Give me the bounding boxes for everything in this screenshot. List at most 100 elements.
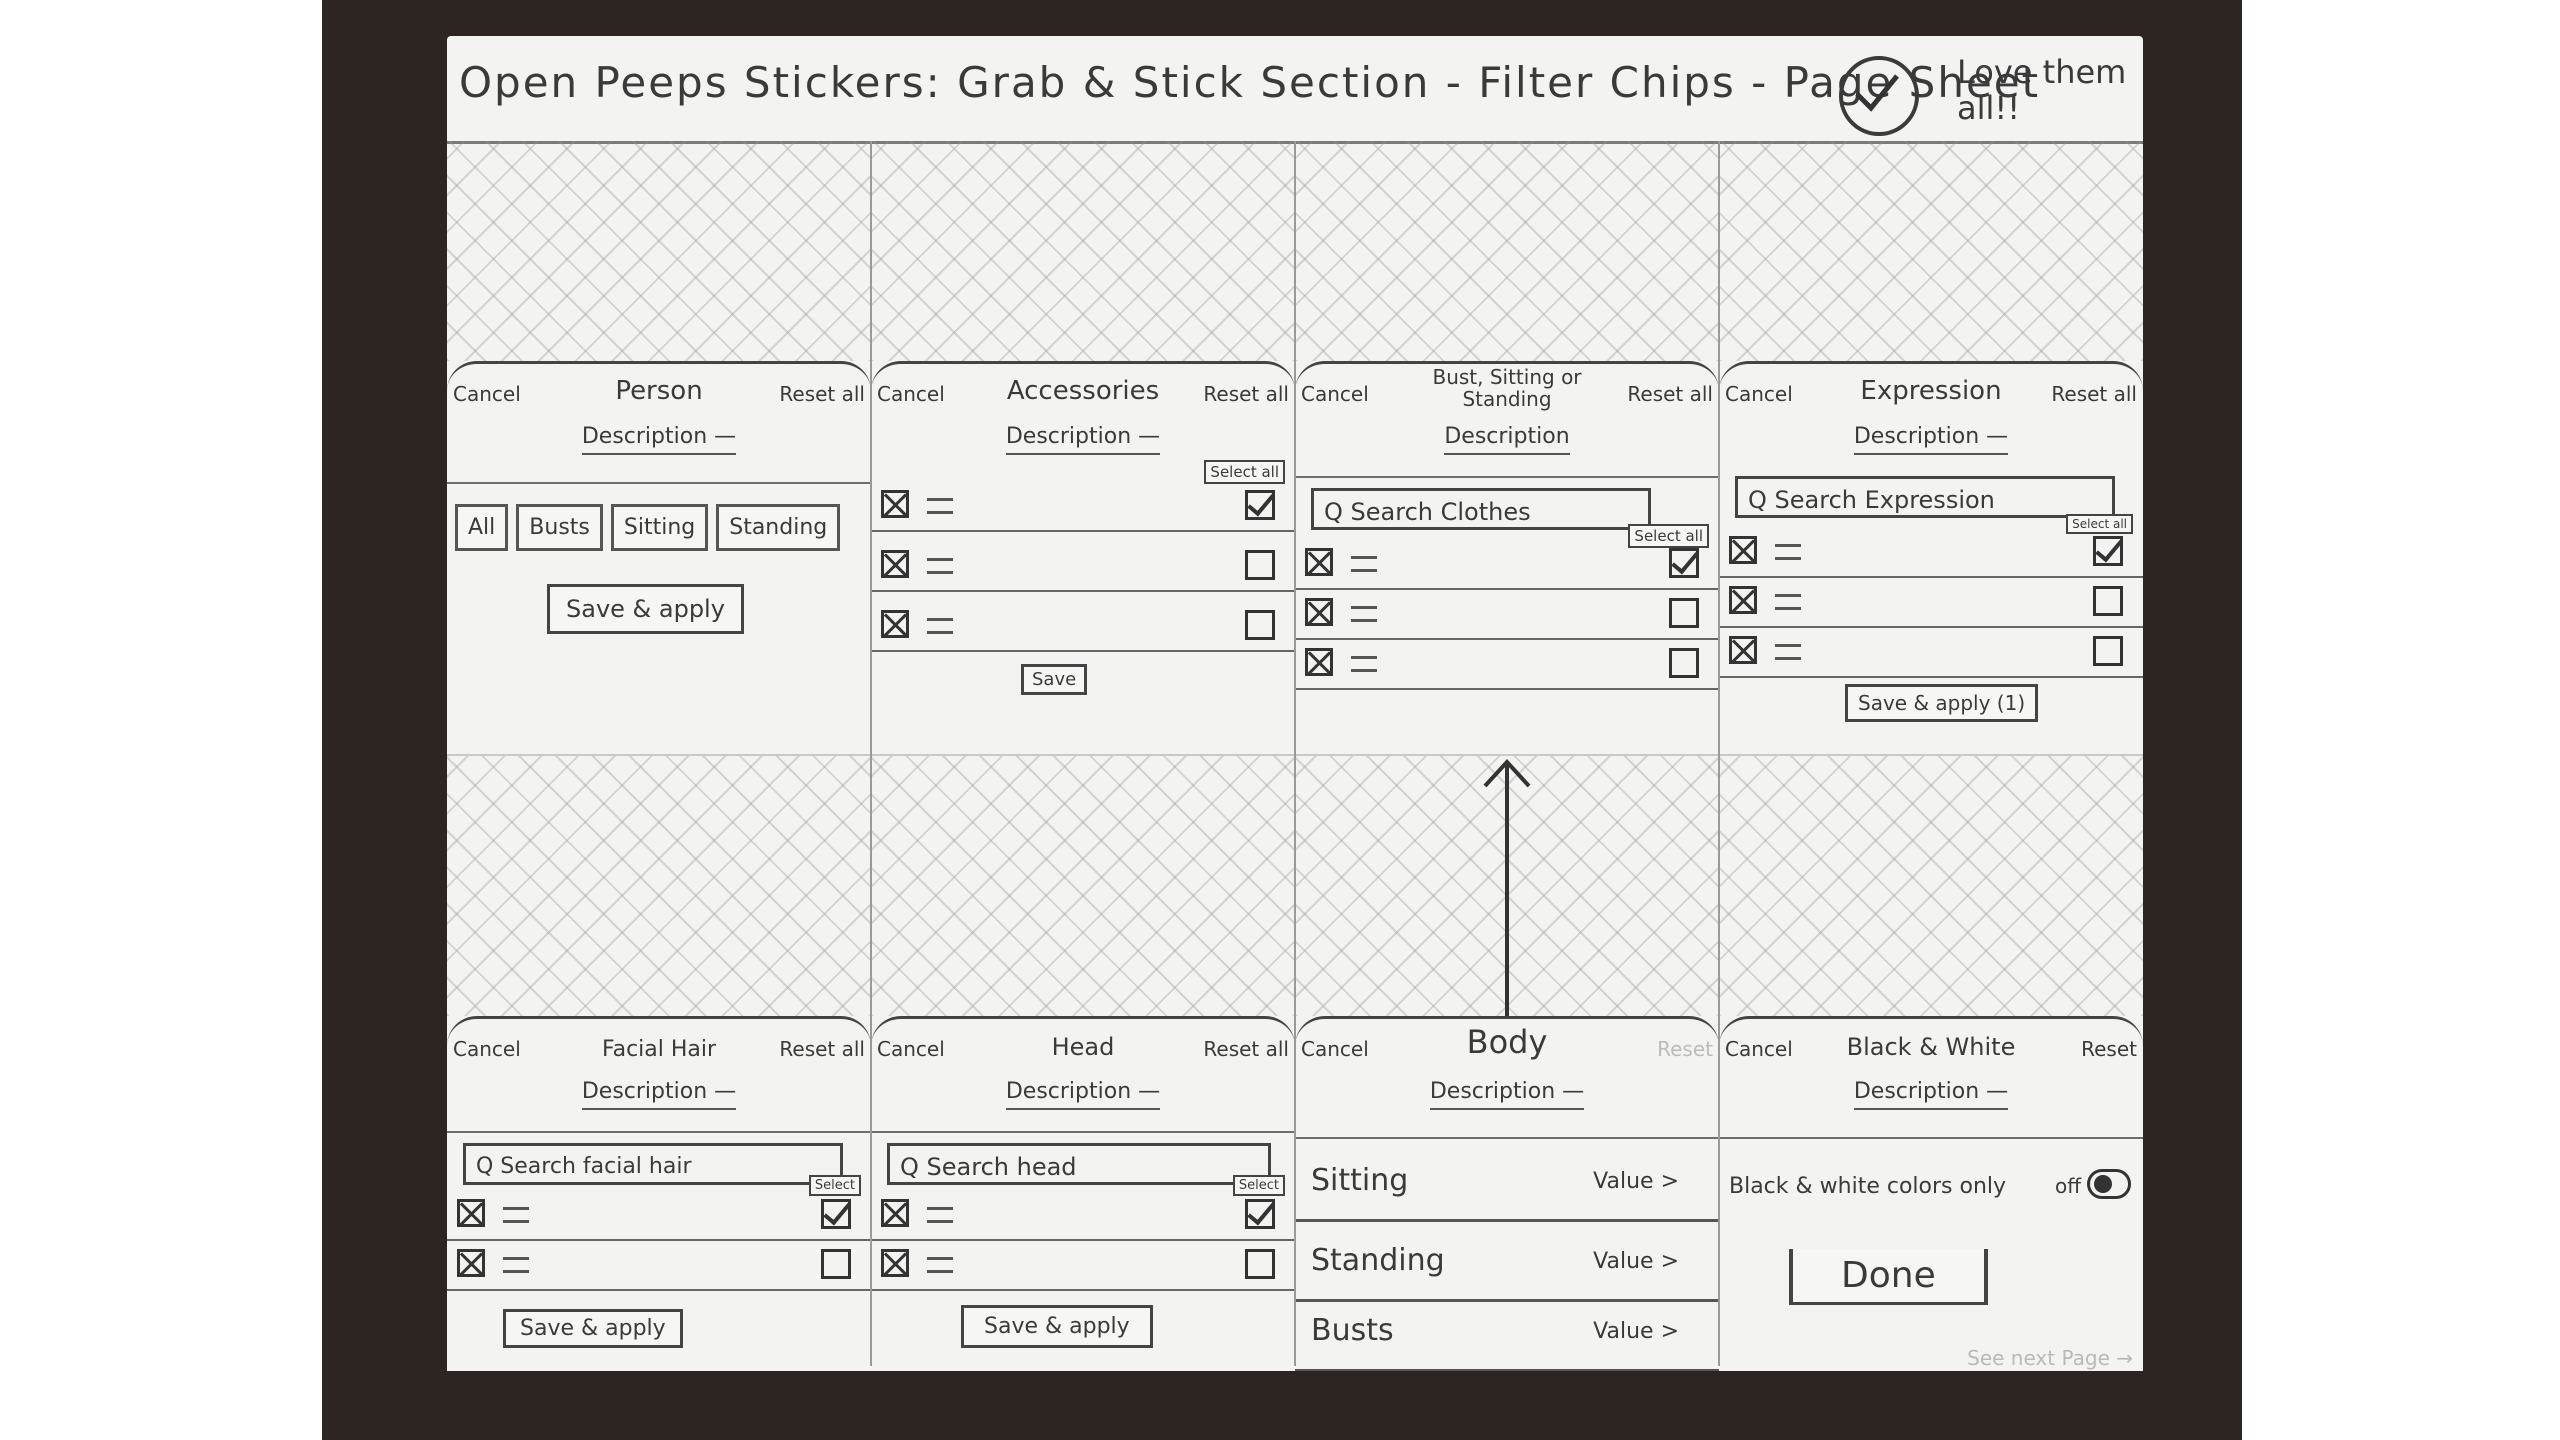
- remove-icon[interactable]: [457, 1249, 485, 1277]
- bottom-sheet: Cancel Bust, Sitting or Standing Reset a…: [1295, 361, 1719, 756]
- remove-icon[interactable]: [881, 1249, 909, 1277]
- checkbox[interactable]: [821, 1249, 851, 1279]
- row-value[interactable]: Value >: [1593, 1169, 1679, 1194]
- remove-icon[interactable]: [1729, 536, 1757, 564]
- fold-line: [870, 141, 872, 1366]
- reset-all-button[interactable]: Reset all: [779, 382, 865, 406]
- row-value[interactable]: Value >: [1593, 1319, 1679, 1344]
- checkbox[interactable]: [1245, 490, 1275, 520]
- select-all-button[interactable]: Select all: [1628, 524, 1709, 548]
- cancel-button[interactable]: Cancel: [1301, 1037, 1369, 1061]
- remove-icon[interactable]: [881, 1199, 909, 1227]
- checkbox[interactable]: [2093, 586, 2123, 616]
- remove-icon[interactable]: [1729, 586, 1757, 614]
- description: Description: [1295, 424, 1719, 455]
- checkbox[interactable]: [1245, 1249, 1275, 1279]
- row-value[interactable]: Value >: [1593, 1249, 1679, 1274]
- item-lines: [927, 498, 953, 514]
- sheet-title: Head: [1051, 1033, 1115, 1061]
- checkbox[interactable]: [2093, 636, 2123, 666]
- photo-background: Open Peeps Stickers: Grab & Stick Sectio…: [322, 0, 2242, 1440]
- save-apply-button[interactable]: Save & apply: [503, 1309, 683, 1348]
- checkbox[interactable]: [1245, 610, 1275, 640]
- reset-all-button[interactable]: Reset all: [779, 1037, 865, 1061]
- select-all-button[interactable]: Select: [808, 1175, 861, 1196]
- cancel-button[interactable]: Cancel: [877, 1037, 945, 1061]
- list-item[interactable]: [1295, 640, 1719, 690]
- divider: [447, 482, 871, 484]
- checkbox[interactable]: [1669, 548, 1699, 578]
- reset-all-button[interactable]: Reset all: [2051, 382, 2137, 406]
- select-all-button[interactable]: Select all: [2066, 514, 2133, 534]
- next-page-link[interactable]: See next Page →: [1967, 1346, 2133, 1370]
- cancel-button[interactable]: Cancel: [453, 382, 521, 406]
- list-item[interactable]: [871, 482, 1295, 532]
- list-item[interactable]: [1719, 578, 2143, 628]
- item-lines: [927, 618, 953, 634]
- chip-all[interactable]: All: [455, 504, 509, 551]
- cancel-button[interactable]: Cancel: [1301, 382, 1369, 406]
- chip-busts[interactable]: Busts: [516, 504, 603, 551]
- reset-button[interactable]: Reset: [2081, 1037, 2137, 1061]
- reset-button[interactable]: Reset: [1657, 1037, 1713, 1061]
- item-lines: [503, 1207, 529, 1223]
- list-item-sitting[interactable]: Sitting Value >: [1295, 1139, 1719, 1222]
- checkbox[interactable]: [1245, 1199, 1275, 1229]
- filter-chips: All Busts Sitting Standing: [455, 504, 841, 551]
- list-item[interactable]: [871, 1191, 1295, 1241]
- description: Description —: [1719, 1079, 2143, 1110]
- list-item[interactable]: [1295, 590, 1719, 640]
- list-item[interactable]: [1719, 628, 2143, 678]
- chip-sitting[interactable]: Sitting: [610, 504, 709, 551]
- bw-toggle[interactable]: [2087, 1169, 2131, 1199]
- list-item[interactable]: [1295, 540, 1719, 590]
- save-apply-button[interactable]: Save & apply: [961, 1305, 1153, 1348]
- remove-icon[interactable]: [1305, 598, 1333, 626]
- remove-icon[interactable]: [1305, 548, 1333, 576]
- checkbox[interactable]: [2093, 536, 2123, 566]
- cancel-button[interactable]: Cancel: [1725, 382, 1793, 406]
- list-item[interactable]: [447, 1241, 871, 1291]
- checkbox[interactable]: [1669, 598, 1699, 628]
- select-all-button[interactable]: Select: [1232, 1175, 1285, 1196]
- select-all-button[interactable]: Select all: [1204, 460, 1285, 484]
- search-input[interactable]: Q Search facial hair: [463, 1143, 843, 1185]
- search-input[interactable]: Q Search Clothes: [1311, 488, 1651, 530]
- list-item-standing[interactable]: Standing Value >: [1295, 1219, 1719, 1302]
- save-button[interactable]: Save: [1021, 664, 1088, 695]
- reset-all-button[interactable]: Reset all: [1203, 382, 1289, 406]
- remove-icon[interactable]: [881, 610, 909, 638]
- cancel-button[interactable]: Cancel: [1725, 1037, 1793, 1061]
- reset-all-button[interactable]: Reset all: [1203, 1037, 1289, 1061]
- list-item-busts[interactable]: Busts Value >: [1295, 1289, 1719, 1371]
- remove-icon[interactable]: [1729, 636, 1757, 664]
- search-input[interactable]: Q Search head: [887, 1143, 1271, 1185]
- list-item[interactable]: [871, 1241, 1295, 1291]
- description: Description —: [871, 424, 1295, 455]
- save-apply-button[interactable]: Save & apply: [547, 584, 744, 634]
- reset-all-button[interactable]: Reset all: [1627, 382, 1713, 406]
- checkbox[interactable]: [821, 1199, 851, 1229]
- cancel-button[interactable]: Cancel: [453, 1037, 521, 1061]
- save-apply-button[interactable]: Save & apply (1): [1845, 684, 2039, 722]
- chip-standing[interactable]: Standing: [716, 504, 841, 551]
- remove-icon[interactable]: [881, 490, 909, 518]
- sheet-header: Cancel Body Reset: [1295, 1019, 1719, 1069]
- list-item[interactable]: [1719, 528, 2143, 578]
- checkbox[interactable]: [1669, 648, 1699, 678]
- item-lines: [1351, 556, 1377, 572]
- hatched-background: [447, 141, 871, 361]
- done-button[interactable]: Done: [1789, 1249, 1988, 1305]
- remove-icon[interactable]: [1305, 648, 1333, 676]
- list-item[interactable]: [447, 1191, 871, 1241]
- bottom-sheet: Cancel Black & White Reset Description —…: [1719, 1016, 2143, 1371]
- list-item[interactable]: [871, 542, 1295, 592]
- remove-icon[interactable]: [881, 550, 909, 578]
- checkbox[interactable]: [1245, 550, 1275, 580]
- item-lines: [1351, 656, 1377, 672]
- search-input[interactable]: Q Search Expression: [1735, 476, 2115, 518]
- list-item[interactable]: [871, 602, 1295, 652]
- cancel-button[interactable]: Cancel: [877, 382, 945, 406]
- remove-icon[interactable]: [457, 1199, 485, 1227]
- panel-facial-hair: Cancel Facial Hair Reset all Description…: [447, 756, 871, 1371]
